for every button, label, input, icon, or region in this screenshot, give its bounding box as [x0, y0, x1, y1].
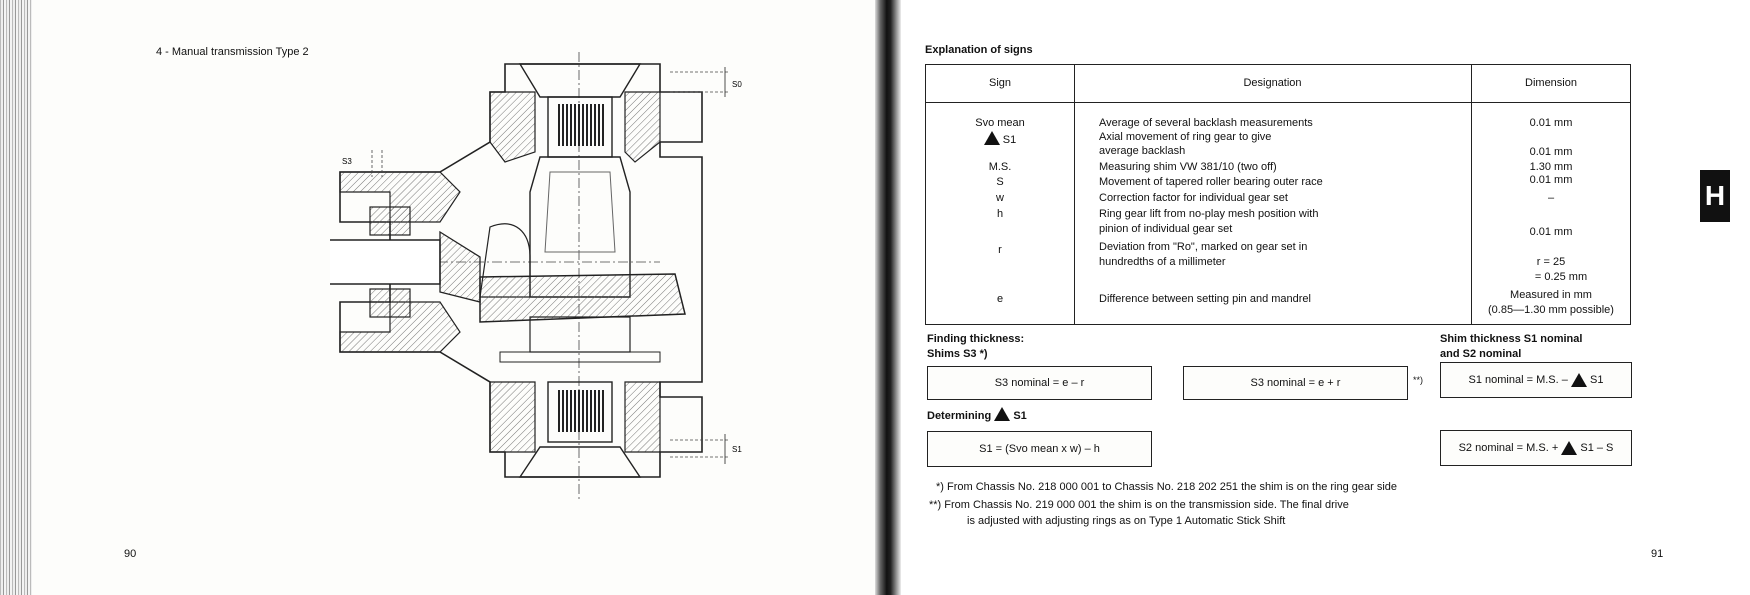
table-row-dimension: 1.30 mm	[1529, 161, 1573, 173]
delta-triangle-icon	[1561, 441, 1578, 455]
right-page-number: 91	[1651, 548, 1664, 560]
formula-box-s1-calc: S1 = (Svo mean x w) – h	[927, 431, 1152, 467]
table-row-designation: Axial movement of ring gear to give	[1099, 131, 1272, 143]
table-divider	[1471, 65, 1472, 324]
table-row-designation: pinion of individual gear set	[1099, 223, 1233, 235]
signs-table: Sign Designation Dimension Svo mean Aver…	[925, 64, 1631, 325]
table-row-designation: Average of several backlash measurements	[1099, 117, 1313, 129]
table-row-dimension: –	[1547, 192, 1555, 204]
table-row-dimension: 0.01 mm	[1529, 226, 1573, 238]
left-page-heading: 4 - Manual transmission Type 2	[156, 46, 309, 58]
table-header-divider	[926, 102, 1630, 103]
table-row-dimension: Measured in mm	[1510, 289, 1592, 301]
table-row-sign: h	[996, 208, 1004, 220]
table-row-dimension: r = 25	[1536, 256, 1566, 268]
table-row-designation: Difference between setting pin and mandr…	[1099, 293, 1311, 305]
footnote-mark: **)	[1413, 375, 1424, 385]
table-row-designation: hundredths of a millimeter	[1099, 256, 1226, 268]
footnote-2: **) From Chassis No. 219 000 001 the shi…	[929, 499, 1349, 511]
table-row-designation: Measuring shim VW 381/10 (two off)	[1099, 161, 1277, 173]
book-gutter	[875, 0, 901, 595]
table-row-sign: e	[996, 293, 1004, 305]
delta-triangle-icon	[1570, 373, 1587, 387]
formula-box-s2-nominal: S2 nominal = M.S. + S1 – S	[1440, 430, 1632, 466]
table-row-sign: S1	[926, 131, 1074, 147]
table-row-designation: average backlash	[1099, 145, 1186, 157]
section-tab-h: H	[1700, 170, 1730, 222]
table-row-dimension: 0.01 mm	[1529, 146, 1573, 158]
diagram-label-s3: S3	[342, 157, 352, 166]
table-row-dimension: = 0.25 mm	[1534, 271, 1588, 283]
table-row-sign: r	[998, 244, 1002, 256]
diagram-label-s0: S0	[732, 80, 742, 89]
right-page-heading: Explanation of signs	[925, 44, 1033, 56]
determining-label: Determining S1	[927, 407, 1027, 422]
shims-s3-label: Shims S3 *)	[927, 348, 988, 360]
table-row-designation: Ring gear lift from no-play mesh positio…	[1099, 208, 1319, 220]
shim-nominal-label-2: and S2 nominal	[1440, 348, 1522, 360]
table-row-sign: w	[996, 192, 1004, 204]
table-row-dimension: (0.85—1.30 mm possible)	[1488, 304, 1614, 316]
table-row-designation: Correction factor for individual gear se…	[1099, 192, 1288, 204]
table-row-sign: Svo mean	[975, 117, 1025, 129]
page-edge	[0, 0, 32, 595]
footnote-2-cont: is adjusted with adjusting rings as on T…	[967, 515, 1286, 527]
formula-box-s3-minus: S3 nominal = e – r	[927, 366, 1152, 400]
shim-nominal-label: Shim thickness S1 nominal	[1440, 333, 1583, 345]
table-divider	[1074, 65, 1075, 324]
left-page: 4 - Manual transmission Type 2	[0, 0, 743, 595]
formula-box-s1-nominal: S1 nominal = M.S. – S1	[1440, 362, 1632, 398]
table-row-dimension: 0.01 mm	[1529, 117, 1573, 129]
table-row-dimension: 0.01 mm	[1529, 174, 1573, 186]
delta-triangle-icon	[994, 407, 1011, 421]
transmission-cross-section-diagram: S0 S1 S3	[330, 52, 742, 502]
formula-box-s3-plus: S3 nominal = e + r	[1183, 366, 1408, 400]
finding-thickness-label: Finding thickness:	[927, 333, 1025, 345]
table-row-designation: Deviation from "Ro", marked on gear set …	[1099, 241, 1308, 253]
table-row-sign: S	[996, 176, 1004, 188]
footnote-1: *) From Chassis No. 218 000 001 to Chass…	[936, 481, 1398, 493]
header-designation: Designation	[1243, 77, 1302, 89]
header-dimension: Dimension	[1525, 77, 1577, 89]
header-sign: Sign	[988, 77, 1012, 89]
delta-triangle-icon	[983, 131, 1000, 145]
diagram-label-s1: S1	[732, 445, 742, 454]
left-page-number: 90	[124, 548, 137, 560]
table-row-designation: Movement of tapered roller bearing outer…	[1099, 176, 1323, 188]
table-row-sign: M.S.	[988, 161, 1012, 173]
